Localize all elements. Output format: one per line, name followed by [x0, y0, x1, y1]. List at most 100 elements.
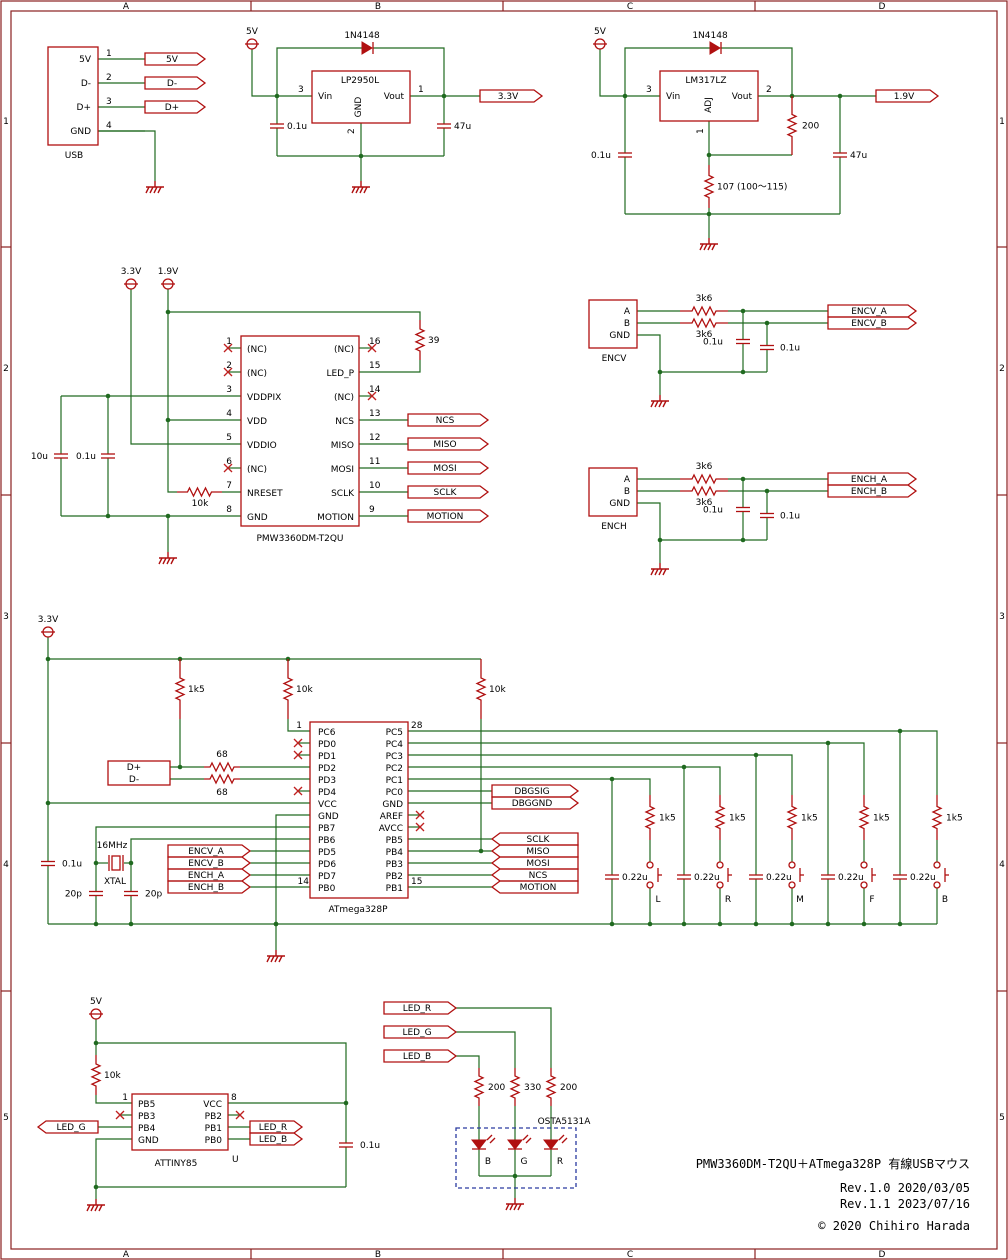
- mcu-pin-name: AREF: [380, 812, 403, 822]
- mcu-pin-name: PB3: [386, 860, 403, 870]
- power-port-label: 5V: [90, 997, 103, 1007]
- capacitor: [736, 311, 750, 372]
- wire: [167, 289, 177, 493]
- power-port-label: 5V: [246, 27, 259, 37]
- resistor-value: 1k5: [188, 685, 205, 695]
- switch-contact: [646, 881, 654, 889]
- resistor: [204, 761, 240, 773]
- resistor: [177, 486, 222, 498]
- net-label-text: LED_G: [56, 1123, 85, 1133]
- sensor-pin-number: 5: [226, 433, 232, 443]
- ench-encoder-connector: [588, 467, 638, 517]
- power-port-symbol: [89, 1008, 103, 1020]
- wire: [95, 1138, 346, 1188]
- microcontroller-body: [309, 721, 409, 899]
- resistor-zigzag: [644, 795, 656, 840]
- net-label-text: DBGGND: [512, 799, 553, 809]
- ground-hatch: [86, 1204, 91, 1212]
- sensor-pin-name: VDD: [247, 417, 267, 427]
- net-label-outline: [407, 485, 490, 499]
- sensor-pin-number: 7: [226, 481, 232, 491]
- resistor-zigzag: [703, 165, 715, 208]
- mcu-pin-name: PC0: [386, 788, 404, 798]
- ground-hatch: [699, 243, 704, 251]
- capacitor-value: 0.22u: [622, 873, 648, 883]
- encoder-pin-name: A: [624, 307, 631, 317]
- net-label-outline: [383, 1001, 458, 1015]
- net-label-tag: [383, 1025, 458, 1039]
- switch-contact: [646, 861, 654, 869]
- power-port-label: 3.3V: [38, 615, 59, 625]
- sensor-pin-number: 14: [369, 385, 381, 395]
- net-label-text: ENCH_A: [851, 475, 888, 485]
- title-name: PMW3360DM-T2QU＋ATmega328P 有線USBマウス: [696, 1156, 970, 1171]
- frame-column-label: D: [879, 2, 886, 12]
- wire: [408, 766, 721, 795]
- regulator-part-name: LM317LZ: [685, 76, 726, 86]
- resistor-zigzag: [545, 1068, 557, 1106]
- capacitor-value: 0.1u: [360, 1141, 380, 1151]
- diode-part-label: 1N4148: [692, 31, 728, 41]
- net-label-tag: [407, 437, 490, 451]
- regulator-pin-number: 2: [766, 85, 772, 95]
- no-connect-mark: [367, 343, 377, 353]
- net-label-outline: [144, 52, 207, 66]
- net-label-text: ENCH_B: [188, 883, 224, 893]
- led-triangle: [542, 1139, 560, 1150]
- frame-column-label: B: [375, 1250, 381, 1260]
- switch-contact: [860, 861, 868, 869]
- ground-hatch: [90, 1204, 95, 1212]
- power-port-symbol: [124, 278, 138, 290]
- resistor-zigzag: [858, 795, 870, 840]
- usb-pin-name: 5V: [79, 55, 92, 65]
- capacitor-value: 47u: [850, 151, 867, 161]
- resistor: [931, 795, 943, 840]
- resistor-zigzag: [714, 795, 726, 840]
- net-label-outline: [490, 880, 579, 894]
- sensor-pin-name: (NC): [334, 393, 354, 403]
- ground-hatch: [711, 243, 716, 251]
- net-label-tag: [827, 472, 918, 486]
- resistor-value: 3k6: [696, 462, 713, 472]
- capacitor: [270, 96, 284, 156]
- net-label-outline: [491, 796, 580, 810]
- net-label-tag: [407, 485, 490, 499]
- capacitor: [339, 1103, 353, 1187]
- net-label-outline: [827, 484, 918, 498]
- switch-contact: [716, 881, 724, 889]
- wire: [130, 289, 241, 445]
- wire: [98, 130, 156, 181]
- wires: [45, 47, 938, 1199]
- resistor-zigzag: [931, 795, 943, 840]
- ground-hatch: [145, 186, 150, 194]
- sensor-pin-number: 2: [226, 361, 232, 371]
- resistor-value: 200: [488, 1083, 505, 1093]
- ground-hatch: [351, 186, 356, 194]
- resistor-zigzag: [90, 1055, 102, 1095]
- net-label-outline: [490, 832, 579, 846]
- power-port-label: 3.3V: [121, 267, 142, 277]
- wire: [276, 47, 362, 96]
- net-label-outline: [827, 316, 918, 330]
- inner-border: [10, 10, 998, 1250]
- net-label-text: 1.9V: [894, 92, 915, 102]
- no-connect-mark: [293, 738, 303, 748]
- mcu-pin-number: 14: [298, 877, 310, 887]
- mcu-pin-name: PD7: [318, 872, 336, 882]
- wire: [275, 814, 310, 950]
- capacitor: [605, 830, 619, 924]
- regulator-pin-name: ADJ: [704, 97, 714, 113]
- wire: [637, 502, 661, 563]
- capacitor: [618, 96, 632, 214]
- net-label-tag: [249, 1120, 304, 1134]
- resistor-zigzag: [786, 96, 798, 155]
- wire: [287, 719, 310, 732]
- sensor-pin-number: 3: [226, 385, 232, 395]
- capacitor: [54, 396, 68, 516]
- resistor-zigzag: [680, 485, 728, 497]
- wire: [251, 49, 312, 97]
- resistor-value: 3k6: [696, 498, 713, 508]
- mcu-pin-name: PD6: [318, 860, 336, 870]
- capacitor-value: 0.1u: [780, 512, 800, 522]
